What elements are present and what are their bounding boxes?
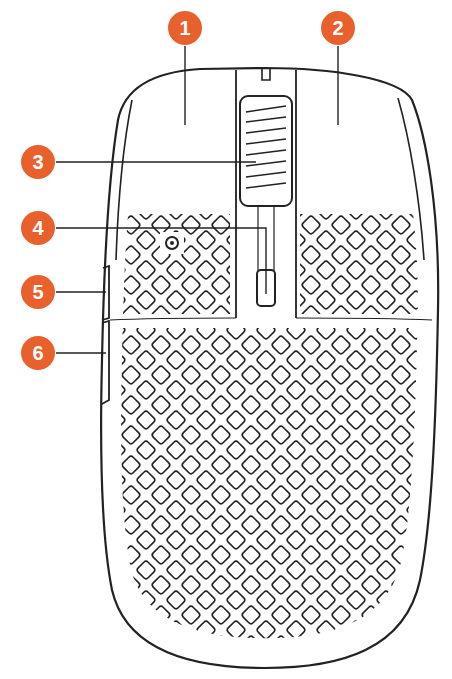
honeycomb [100, 214, 440, 658]
callout-number: 6 [21, 336, 55, 370]
callout-number: 3 [21, 145, 55, 179]
side-button [102, 321, 109, 404]
logo-ground [160, 232, 184, 254]
callout-number: 2 [321, 11, 355, 45]
logo [166, 237, 178, 249]
button-split [262, 69, 270, 80]
side-button [102, 266, 109, 320]
scroll-wheel [240, 96, 292, 206]
callout-number: 4 [21, 211, 55, 245]
callout-number: 1 [168, 11, 202, 45]
button-edge [110, 318, 432, 320]
logo [170, 241, 174, 245]
wheel-ridges [246, 106, 286, 188]
leader-line [56, 46, 338, 353]
callout-number: 5 [21, 275, 55, 309]
